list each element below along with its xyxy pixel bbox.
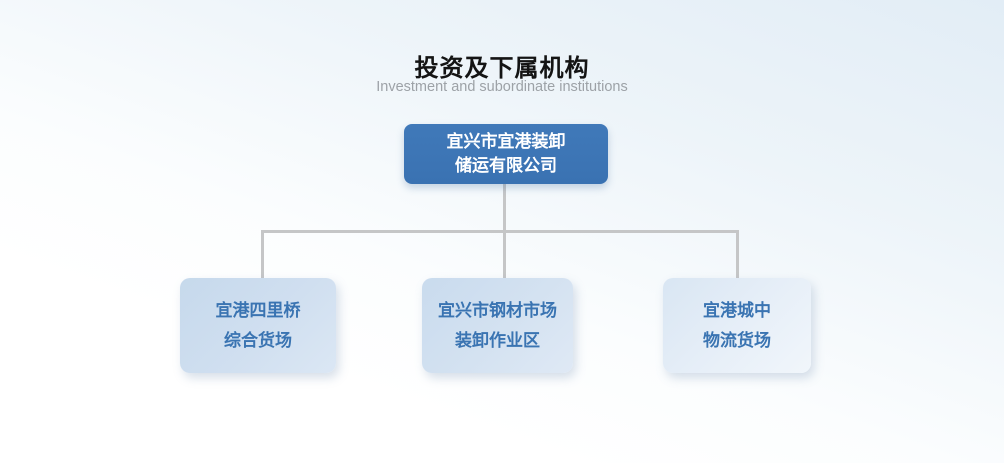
connector-stub-mid: [503, 233, 506, 278]
org-node-child-1-label-line1: 宜港四里桥: [215, 300, 301, 320]
connector-root-stub: [503, 184, 506, 231]
org-node-child-3-label-line1: 宜港城中: [703, 300, 771, 320]
page-subtitle: Investment and subordinate institutions: [376, 79, 628, 95]
org-node-child-2: 宜兴市钢材市场 装卸作业区: [422, 278, 573, 373]
page-title: 投资及下属机构: [414, 55, 590, 82]
org-node-child-1-label-line2: 综合货场: [224, 330, 292, 350]
org-node-child-3: 宜港城中 物流货场: [663, 278, 811, 373]
org-node-child-2-label-line1: 宜兴市钢材市场: [438, 300, 557, 320]
org-node-child-2-label-line2: 装卸作业区: [455, 330, 540, 350]
connector-stub-left: [261, 233, 264, 278]
connector-stub-right: [736, 233, 739, 278]
org-node-child-3-label-line2: 物流货场: [703, 330, 771, 350]
org-node-root-label-line1: 宜兴市宜港装卸: [446, 132, 566, 151]
connector-horizontal: [261, 230, 739, 233]
org-node-child-1: 宜港四里桥 综合货场: [180, 278, 336, 373]
org-node-root: 宜兴市宜港装卸 储运有限公司: [404, 124, 608, 184]
org-node-root-label-line2: 储运有限公司: [455, 156, 557, 175]
